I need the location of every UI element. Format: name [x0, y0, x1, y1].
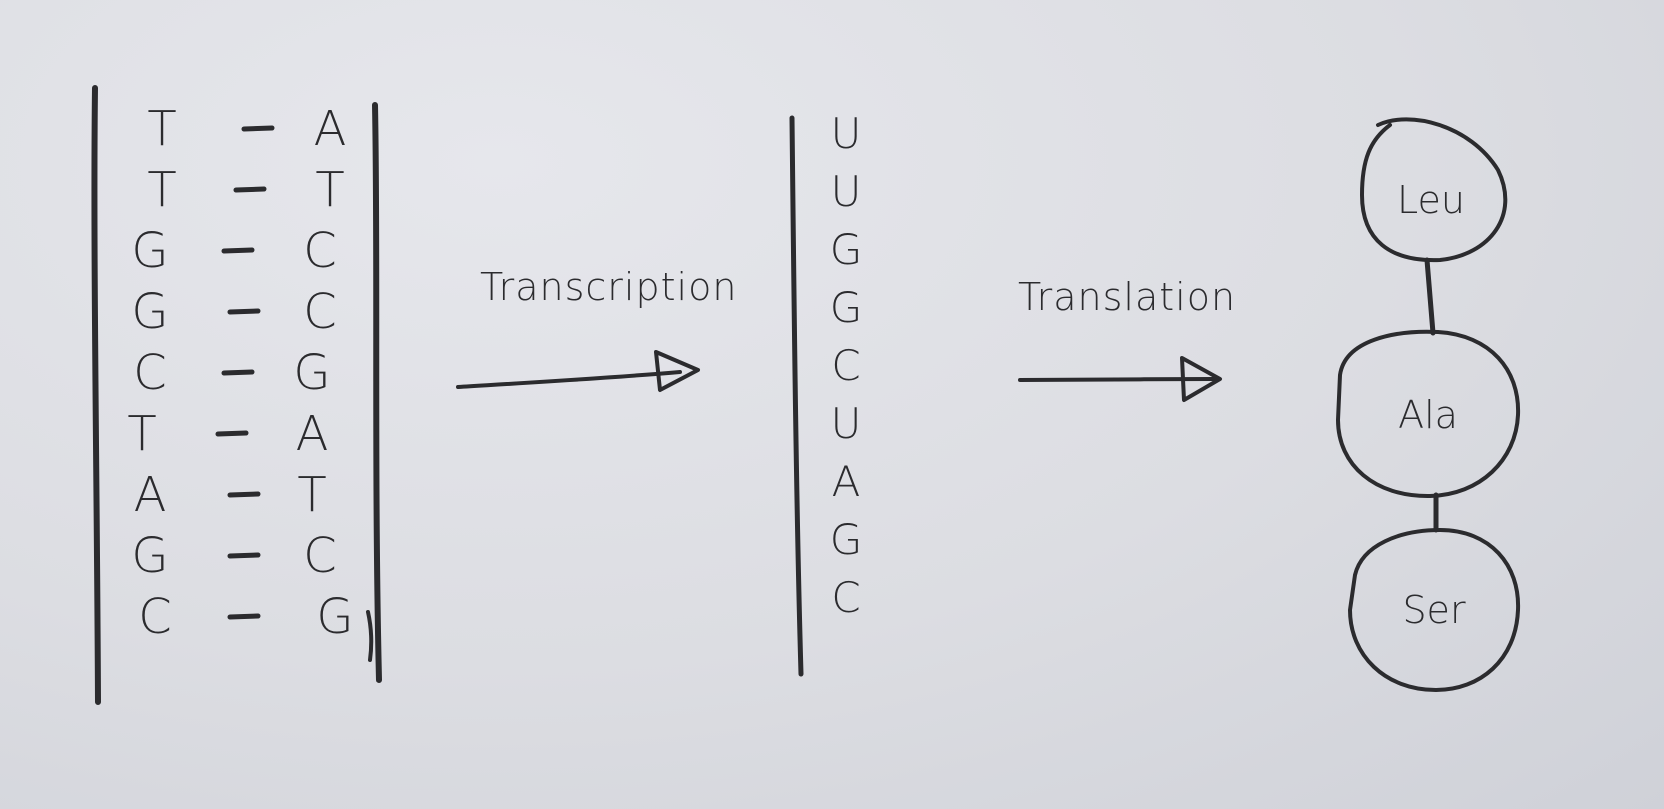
hydrogen-bond-dash [221, 369, 255, 376]
dna-left-base: C [133, 345, 167, 401]
mrna-backbone [789, 115, 804, 677]
dna-left-base: G [131, 528, 168, 584]
mrna-base: U [831, 167, 862, 216]
mrna-base: C [831, 573, 860, 622]
dna-left-base: G [131, 223, 168, 279]
dna-left-base: A [134, 467, 167, 523]
dna-left-base: T [147, 162, 176, 218]
mrna-base: A [832, 457, 861, 506]
dna-right-base: T [315, 162, 344, 218]
amino-acid-1-label: Leu [1397, 178, 1465, 222]
hydrogen-bond-dash [233, 186, 267, 193]
transcription-label: Transcription [480, 265, 737, 309]
peptide-bond-1 [1424, 257, 1436, 336]
mrna-base: U [831, 109, 862, 158]
mrna-base: G [830, 515, 863, 564]
polypeptide-chain: Leu Ala Ser [1336, 117, 1521, 692]
dna-right-base: G [316, 589, 353, 645]
transcription-arrow [456, 350, 700, 392]
dna-left-base: T [147, 101, 176, 157]
dna-left-base: G [131, 284, 168, 340]
translation-label: Translation [1018, 275, 1236, 319]
dna-left-base: C [138, 589, 172, 645]
dna-left-base: T [127, 406, 156, 462]
hydrogen-bond-dash [227, 613, 261, 620]
mrna-base: U [831, 399, 862, 448]
hydrogen-bond-dash [221, 247, 255, 254]
dna-right-backbone [372, 102, 382, 683]
amino-acid-3-label: Ser [1402, 588, 1466, 632]
amino-acid-3: Ser [1348, 528, 1521, 692]
dna-right-backbone-tail [366, 610, 374, 662]
amino-acid-2: Ala [1336, 329, 1521, 499]
dna-right-base: A [314, 101, 347, 157]
dna-right-base: G [293, 345, 330, 401]
hydrogen-bond-dash [227, 491, 261, 498]
hydrogen-bond-dash [215, 430, 249, 437]
amino-acid-2-label: Ala [1398, 393, 1458, 437]
dna-right-base: C [303, 528, 337, 584]
translation-arrow [1018, 356, 1222, 402]
dna-right-base: A [296, 406, 329, 462]
dna-right-base: C [303, 284, 337, 340]
hydrogen-bond-dash [227, 552, 261, 559]
dna-left-backbone [91, 85, 101, 705]
hydrogen-bond-dash [241, 125, 275, 132]
dna-right-base: C [303, 223, 337, 279]
amino-acid-1: Leu [1360, 117, 1508, 263]
mrna-base: G [830, 283, 863, 332]
hydrogen-bond-dash [227, 308, 261, 315]
dna-right-base: T [297, 467, 326, 523]
mrna-base: C [831, 341, 860, 390]
mrna-base: G [830, 225, 863, 274]
